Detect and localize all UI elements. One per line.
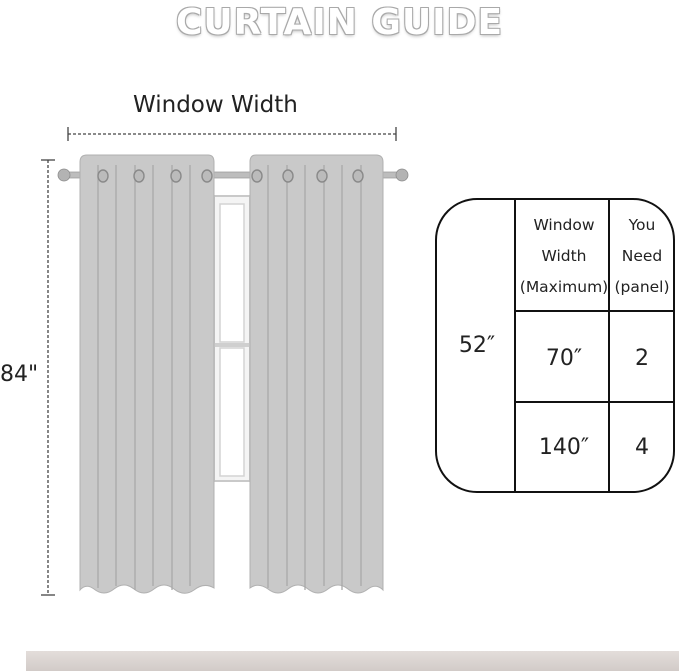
row-2-panels: 4 bbox=[635, 435, 649, 460]
row-2-window-width: 140″ bbox=[538, 435, 590, 460]
table-grid-lines bbox=[514, 198, 675, 493]
panel-width-value: 52″ bbox=[437, 200, 517, 491]
row-1-panels: 2 bbox=[635, 346, 649, 371]
window-width-label: Window Width bbox=[133, 92, 298, 118]
right-curtain-panel bbox=[249, 154, 384, 594]
header-you-need-line-1: You bbox=[628, 216, 656, 234]
header-window-width-line-2: Width bbox=[541, 247, 587, 265]
header-window-width: Window Width (Maximum) bbox=[517, 200, 611, 313]
left-curtain-panel bbox=[79, 154, 215, 594]
size-table: 52″ Window Width (Maximum) You Need (pan… bbox=[435, 198, 675, 493]
header-you-need-line-3: (panel) bbox=[614, 278, 670, 296]
curtain-guide-title: CURTAIN GUIDE bbox=[175, 2, 504, 43]
row-1-window-width: 70″ bbox=[545, 346, 583, 371]
window bbox=[213, 195, 251, 482]
header-you-need: You Need (panel) bbox=[611, 200, 673, 313]
floor-strip bbox=[26, 651, 679, 671]
panel-width-text: 52″ bbox=[458, 333, 496, 358]
header-you-need-line-2: Need bbox=[621, 247, 663, 265]
header-window-width-line-1: Window bbox=[533, 216, 595, 234]
height-dimension-arrow bbox=[41, 159, 55, 596]
curtain-height-label: 84" bbox=[0, 362, 39, 387]
width-dimension-arrow bbox=[67, 127, 397, 141]
header-window-width-line-3: (Maximum) bbox=[519, 278, 609, 296]
